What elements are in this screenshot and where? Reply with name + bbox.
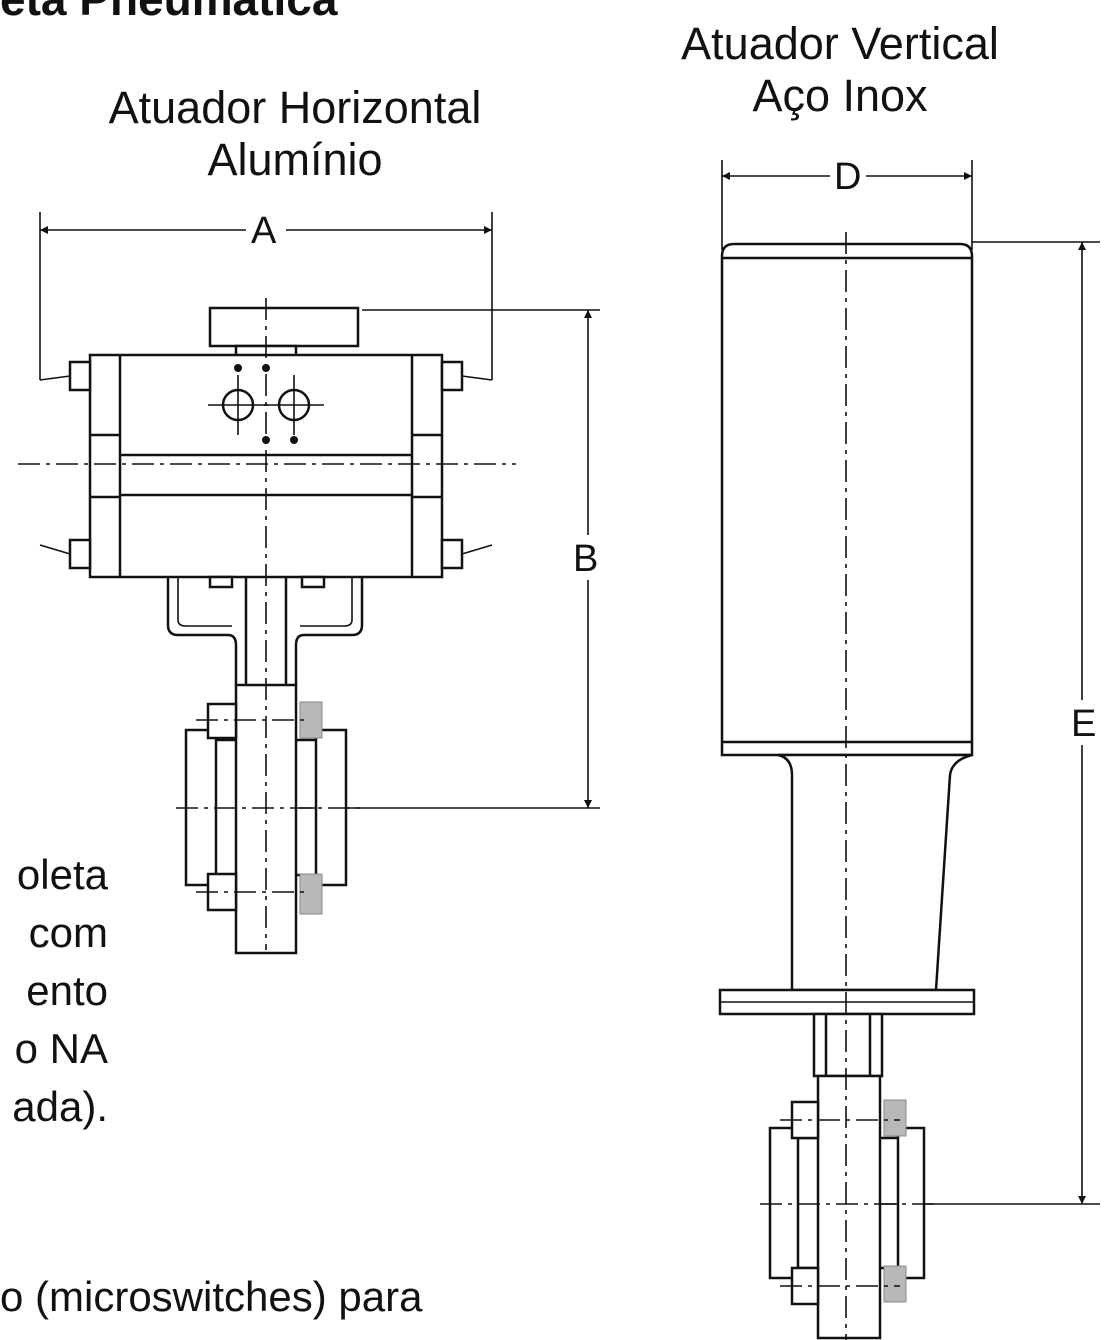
vertical-valve-body — [816, 1074, 882, 1340]
left-line-5: ada). — [12, 1083, 108, 1130]
position-indicator — [208, 306, 360, 348]
vertical-title-line1: Atuador Vertical — [681, 18, 999, 69]
vertical-title-line2: Aço Inox — [752, 70, 928, 121]
vertical-actuator-title: Atuador Vertical Aço Inox — [640, 18, 1040, 122]
left-line-3: ento — [26, 967, 108, 1014]
page-title-fragment: eta Pneumática — [0, 0, 337, 26]
actuator-cylinder — [720, 242, 974, 757]
left-line-1: oleta — [16, 851, 108, 898]
bottom-paragraph-line: o (microswitches) para — [0, 1273, 423, 1320]
actuator-neck — [777, 753, 973, 992]
dim-label-d: D — [834, 156, 862, 198]
vertical-actuator-drawing — [718, 160, 1100, 1340]
horizontal-actuator-drawing — [18, 212, 600, 955]
horizontal-actuator-title: Atuador Horizontal Alumínio — [90, 82, 500, 186]
mounting-bracket — [166, 577, 238, 685]
left-paragraph: oleta com ento o NA ada). — [0, 846, 108, 1136]
horizontal-title-line2: Alumínio — [207, 134, 383, 185]
left-line-2: com — [28, 909, 108, 956]
horizontal-title-line1: Atuador Horizontal — [108, 82, 482, 133]
dim-label-b: B — [573, 538, 599, 580]
left-line-4: o NA — [14, 1025, 108, 1072]
dim-label-a: A — [251, 210, 277, 252]
dim-label-e: E — [1071, 703, 1097, 745]
